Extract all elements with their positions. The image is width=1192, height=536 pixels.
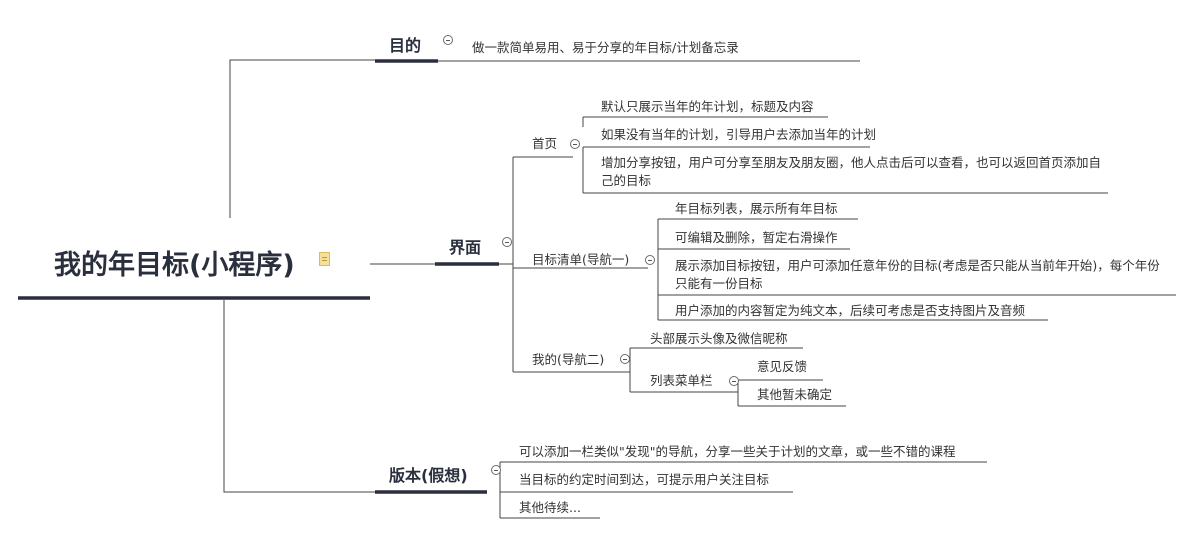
connector-version-items	[499, 461, 987, 519]
purpose-text: 做一款简单易用、易于分享的年目标/计划备忘录	[472, 40, 739, 55]
purpose-title: 目的	[389, 36, 422, 55]
root-title: 我的年目标(小程序)	[54, 250, 295, 281]
collapse-home-icon[interactable]	[570, 139, 580, 149]
home-item-2: 如果没有当年的计划，引导用户去添加当年的计划	[601, 127, 877, 142]
menu-label: 列表菜单栏	[650, 373, 713, 388]
connector-home-items	[582, 116, 1108, 194]
goals-item-1: 年目标列表，展示所有年目标	[675, 201, 838, 216]
version-item-2: 当目标的约定时间到达，可提示用户关注目标	[519, 472, 770, 487]
goals-item-3: 展示添加目标按钮，用户可添加任意年份的目标(考虑是否只能从当前年开始)，每个年份…	[675, 258, 1160, 291]
goals-item-4: 用户添加的内容暂定为纯文本，后续可考虑是否支持图片及音频	[675, 303, 1026, 318]
collapse-ui-icon[interactable]	[502, 237, 512, 247]
collapse-purpose-icon[interactable]	[443, 35, 453, 45]
goals-label: 目标清单(导航一)	[532, 252, 630, 267]
mine-header: 头部展示头像及微信昵称	[650, 331, 788, 346]
connector-ui-goals	[499, 263, 648, 269]
connector-root-purpose	[229, 59, 375, 218]
ui-title: 界面	[449, 238, 482, 257]
home-item-3: 增加分享按钮，用户可分享至朋友及朋友圈，他人点击后可以查看，也可以返回首页添加自…	[601, 155, 1102, 188]
version-item-3: 其他待续...	[519, 500, 581, 515]
version-item-1: 可以添加一栏类似"发现"的导航，分享一些关于计划的文章，或一些不错的课程	[519, 444, 956, 459]
version-title: 版本(假想)	[389, 466, 468, 485]
goals-item-2: 可编辑及删除，暂定右滑操作	[675, 230, 838, 245]
home-label: 首页	[532, 136, 558, 151]
collapse-version-icon[interactable]	[491, 465, 501, 475]
home-item-1: 默认只展示当年的年计划，标题及内容	[601, 99, 814, 114]
menu-item-feedback: 意见反馈	[757, 359, 808, 374]
note-icon[interactable]	[319, 252, 330, 266]
collapse-mine-icon[interactable]	[620, 354, 630, 364]
collapse-menu-icon[interactable]	[729, 376, 739, 386]
collapse-goals-icon[interactable]	[645, 255, 655, 265]
connector-goals-items	[657, 218, 1176, 321]
mine-label: 我的(导航二)	[532, 352, 605, 367]
connector-menu-items	[737, 379, 846, 407]
connector-root-version	[223, 300, 375, 493]
connector-mine-items	[629, 347, 803, 393]
menu-item-other: 其他暂未确定	[757, 387, 833, 402]
